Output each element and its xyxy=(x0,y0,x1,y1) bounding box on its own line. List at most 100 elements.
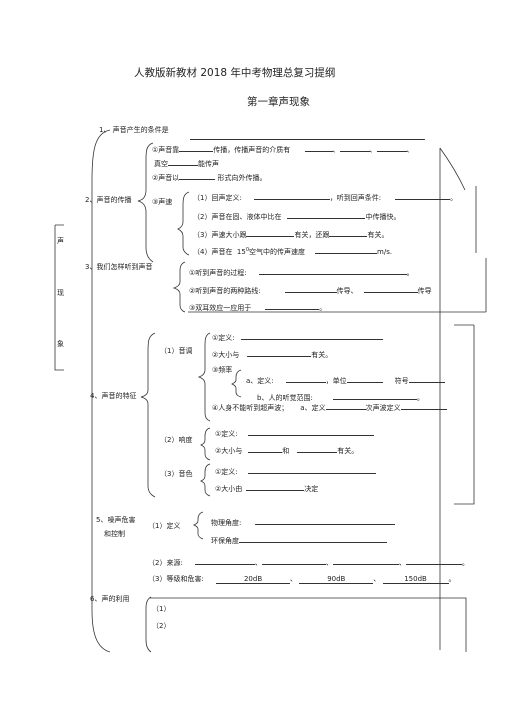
sep-3: 、 xyxy=(406,146,414,154)
echo-line: （1）回声定义: ，听到回声条件: 。 xyxy=(193,192,457,202)
wave-form-label: ②声音以 xyxy=(152,174,180,182)
solid-liquid-end: 中传播快。 xyxy=(365,213,401,221)
degree-mark: 0 xyxy=(245,247,250,253)
loudness-size-line: ②大小与 和 有关。 xyxy=(215,445,358,455)
environment-angle-label: 环保角度 xyxy=(211,537,239,545)
speed-factors-text: （3）声速大小跟 xyxy=(193,231,247,239)
physics-angle-line: 物理角度: xyxy=(211,517,396,527)
vacuum-label: 真空 xyxy=(154,160,168,168)
source-sep-2: 、 xyxy=(325,559,333,567)
echo-end: 。 xyxy=(450,194,458,202)
frequency-symbol-label: 符号 xyxy=(394,377,409,385)
binaural-end: 。 xyxy=(319,304,327,312)
document-title: 人教版新教材 2018 年中考物理总复习提纲 xyxy=(134,67,336,79)
speed-factors-text-2: 有关，还跟 xyxy=(294,231,330,239)
noise-source-label: （2）来源: xyxy=(148,559,183,567)
noise-source-line: （2）来源: 、 、 、 。 xyxy=(148,557,469,567)
timbre-label: （3）音色 xyxy=(160,470,193,478)
sound-medium-line: ①声音靠 传播，传播声音的介质有 、 、 、 xyxy=(152,144,414,154)
source-sep-1: 、 xyxy=(254,559,262,567)
hearing-range-label: b、人的听觉范围: xyxy=(257,394,313,402)
sep-1: 、 xyxy=(332,146,340,154)
solid-liquid-text: （2）声音在固、液体中比在 xyxy=(193,213,282,221)
hearing-range-line: b、人的听觉范围: 。 xyxy=(257,392,424,402)
solid-liquid-line: （2）声音在固、液体中比在 中传播快。 xyxy=(193,211,400,221)
pitch-size-line: ②大小与 有关。 xyxy=(212,349,332,359)
speed-factors-end: 有关。 xyxy=(367,231,389,239)
pitch-size-label: ②大小与 xyxy=(212,351,240,359)
frequency-label: ③频率 xyxy=(212,366,233,374)
physics-angle-label: 物理角度: xyxy=(211,519,242,527)
pitch-definition-line: ①定义: xyxy=(212,332,383,342)
vacuum-text: 能传声 xyxy=(198,160,219,168)
environment-angle-line: 环保角度 xyxy=(211,535,387,545)
air-speed-text-2: 空气中的传声速度 xyxy=(249,248,306,256)
section-2-label: 2、声音的传播 xyxy=(85,196,132,204)
pitch-definition-label: ①定义: xyxy=(212,334,235,342)
speed-unit: m/s. xyxy=(377,248,393,256)
noise-level-label: （3）等级和危害: xyxy=(148,575,204,583)
level-end: 。 xyxy=(448,575,456,583)
air-temperature: 15 xyxy=(236,248,246,256)
conduction-text: 传导、 xyxy=(336,287,358,295)
binaural-label: ③双耳效应一应用于 xyxy=(189,304,252,312)
side-label-char-2: 现 xyxy=(57,289,64,297)
echo-definition-label: （1）回声定义: xyxy=(193,194,242,202)
infrasound-definition-label: 次声波定义 xyxy=(365,404,401,412)
section-5-label-2: 和控制 xyxy=(104,530,125,538)
noise-level-90db: 90dB xyxy=(299,576,374,584)
sound-medium-label: ①声音靠 xyxy=(152,146,180,154)
air-speed-text: （4）声音在 xyxy=(193,248,233,256)
level-sep-1: 、 xyxy=(290,575,298,583)
hearing-process-line: ①听到声音的过程:。 xyxy=(189,267,414,277)
wave-form-text: 形式向外传播。 xyxy=(217,174,267,182)
wave-form-line: ②声音以 形式向外传播。 xyxy=(152,172,267,182)
loudness-size-label: ②大小与 xyxy=(215,447,243,455)
noise-level-20db: 20dB xyxy=(216,576,291,584)
timbre-determined-label: ②大小由 xyxy=(215,485,243,493)
section-1-label: 1、 声音产生的条件是 xyxy=(99,126,169,134)
sound-use-item-2: （2） xyxy=(152,622,171,630)
side-label-char-3: 象 xyxy=(57,340,64,348)
source-end: 。 xyxy=(461,559,469,567)
section-3-label: 3、我们怎样听到声音 xyxy=(85,263,153,271)
level-sep-2: 、 xyxy=(373,575,381,583)
pitch-size-end: 有关。 xyxy=(311,351,333,359)
echo-condition-label: ，听到回声条件: xyxy=(329,194,382,202)
noise-definition-label: （1）定义 xyxy=(148,522,181,530)
hearing-process-label: ①听到声音的过程: xyxy=(189,269,247,277)
air-speed-line: （4）声音在 150空气中的传声速度 m/s. xyxy=(193,246,392,256)
ultrasound-line: ④人身不能听到超声波； a、定义 次声波定义 xyxy=(212,402,447,412)
sound-speed-label: ③声速 xyxy=(152,198,173,206)
sep-2: 、 xyxy=(369,146,377,154)
source-sep-3: 、 xyxy=(398,559,406,567)
loudness-size-end: 有关。 xyxy=(337,447,359,455)
noise-level-line: （3）等级和危害: 20dB、 90dB、 150dB。 xyxy=(148,576,456,584)
section-4-label: 4、声音的特征 xyxy=(90,392,137,400)
loudness-label: （2）响度 xyxy=(160,436,193,444)
loudness-definition-line: ①定义: xyxy=(215,428,374,438)
timbre-definition-line: ①定义: xyxy=(215,466,376,476)
timbre-determined-end: 决定 xyxy=(304,485,319,493)
loudness-and: 和 xyxy=(282,447,290,455)
conduction-label: ②听到声音的两种路线: xyxy=(189,287,261,295)
timbre-determined-line: ②大小由 决定 xyxy=(215,483,318,493)
vacuum-line: 真空 能传声 xyxy=(154,158,219,168)
sound-medium-text: 传播，传播声音的介质有 xyxy=(213,146,291,154)
ultrasound-definition-label: a、定义 xyxy=(300,404,326,412)
chapter-title: 第一章声现象 xyxy=(247,96,310,108)
sound-use-item-1: （1） xyxy=(152,605,171,613)
frequency-definition-line: a、定义: ，单位 符号 xyxy=(246,375,445,385)
loudness-definition-label: ①定义: xyxy=(215,430,238,438)
section-6-label: 6、声的利用 xyxy=(90,595,130,603)
pitch-label: （1）音调 xyxy=(160,347,193,355)
timbre-definition-label: ①定义: xyxy=(215,468,238,476)
hearing-range-end: 。 xyxy=(416,394,424,402)
ultrasound-label: ④人身不能听到超声波； xyxy=(212,404,289,412)
binaural-line: ③双耳效应一应用于 。 xyxy=(189,302,326,312)
frequency-unit-label: ，单位 xyxy=(325,377,347,385)
frequency-definition-label: a、定义: xyxy=(246,377,274,385)
conduction-end: 传导 xyxy=(417,287,432,295)
side-label-char-1: 声 xyxy=(57,237,64,245)
section-1-blank xyxy=(190,127,425,143)
